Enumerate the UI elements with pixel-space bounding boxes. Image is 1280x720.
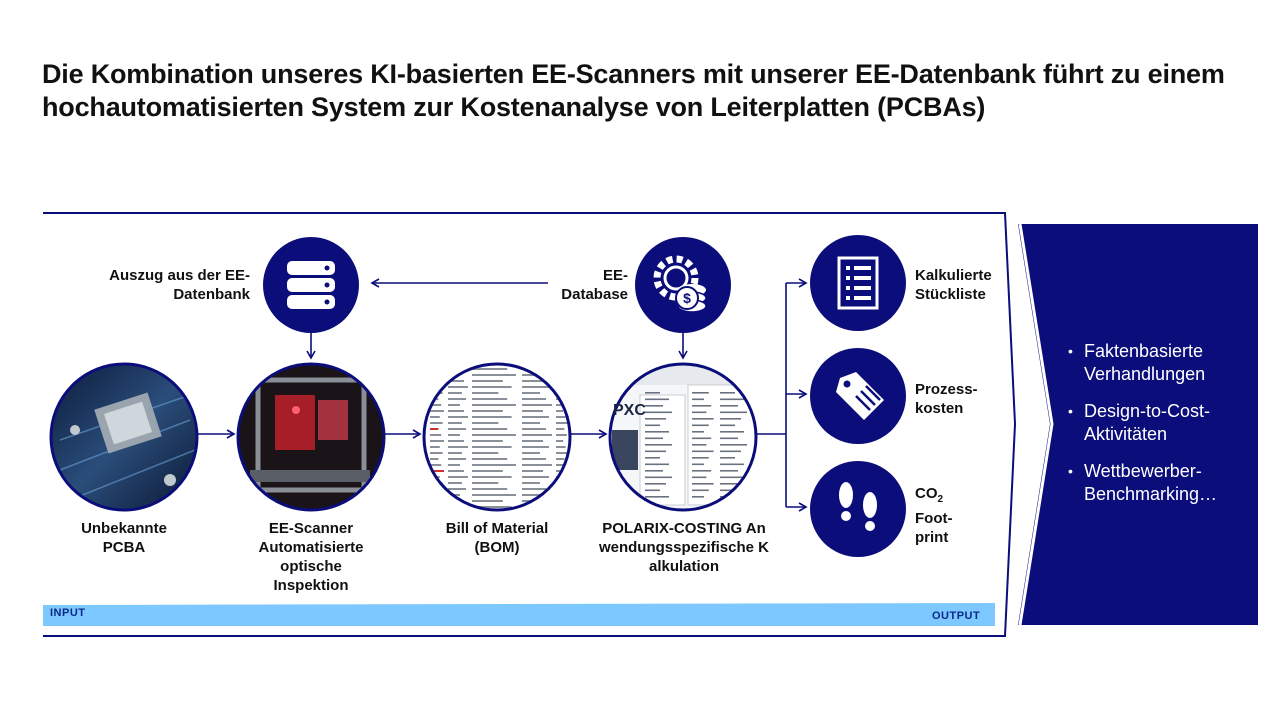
step-label-pcba: Unbekannte PCBA [81, 520, 167, 556]
step-label-scanner: EE-Scanner Automatisierte optische Inspe… [258, 520, 364, 594]
output-label-prozesskosten: Prozess-kosten [915, 381, 978, 417]
database-icon [263, 237, 359, 333]
estimated-cost-chevron [1018, 224, 1258, 625]
page-title: Die Kombination unseres KI-basierten EE-… [42, 59, 1225, 122]
outcome-item: •Wettbewerber-Benchmarking… [1068, 461, 1218, 504]
input-label: INPUT [50, 607, 86, 619]
pcb-chip-image [51, 364, 197, 510]
footprints-icon [810, 461, 906, 557]
scanner-machine-image [238, 364, 384, 510]
pxc-logo: PXC [613, 402, 646, 419]
input-output-bar [43, 603, 995, 626]
outcomes-list: •Faktenbasierte Verhandlungen •Design-to… [1068, 340, 1258, 520]
step-label-polarix: POLARIX-COSTING Anwendungsspezifische Ka… [598, 520, 770, 575]
bom-spreadsheet-image [424, 364, 570, 510]
output-label-co2: CO2 Foot-print [915, 485, 953, 546]
outcome-item: •Design-to-Cost-Aktivitäten [1068, 401, 1211, 444]
process-frame [43, 212, 1017, 637]
output-label-stueckliste: Kalkulierte Stückliste [915, 267, 992, 303]
checklist-icon [810, 235, 906, 331]
price-tag-icon [810, 348, 906, 444]
step-label-bom: Bill of Material (BOM) [445, 520, 549, 556]
db-extract-label: Auszug aus der EE-Datenbank [109, 267, 250, 303]
output-label: OUTPUT [932, 610, 981, 622]
outcome-item: •Faktenbasierte Verhandlungen [1068, 341, 1206, 384]
ee-database-label: EE-Database [561, 267, 628, 303]
gear-dollar-icon: $ [635, 237, 731, 333]
estimated-cost-label: ESTIMATED COST [1018, 397, 1042, 463]
svg-text:$: $ [683, 290, 691, 306]
